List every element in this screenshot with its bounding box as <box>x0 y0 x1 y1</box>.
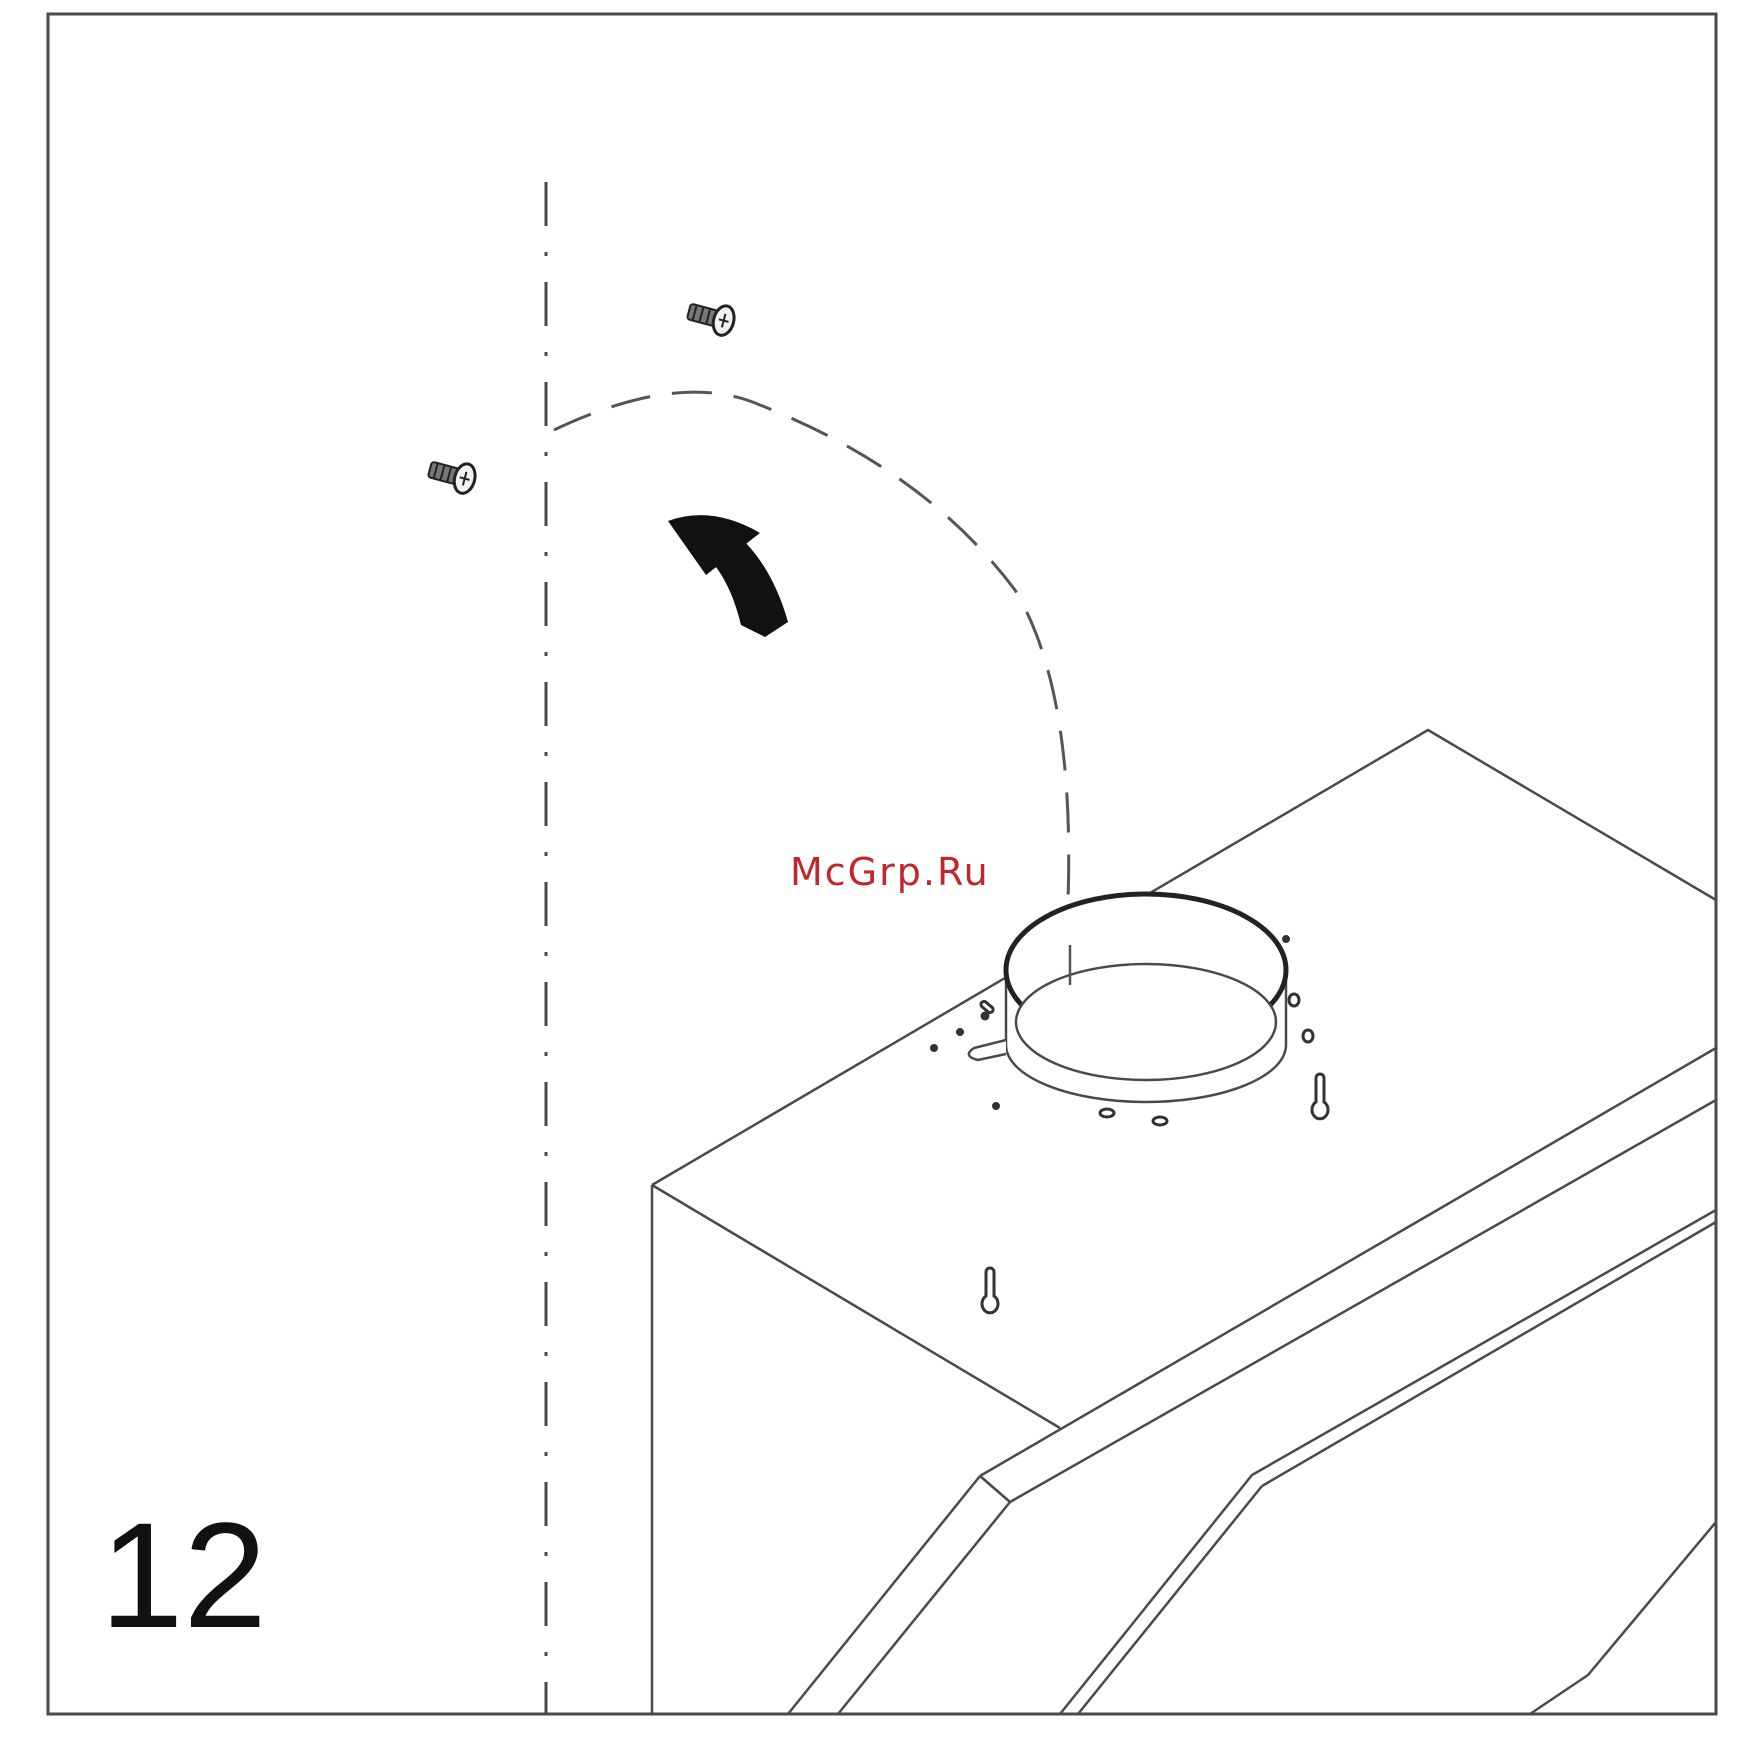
canopy-front-left <box>788 1476 980 1714</box>
duct-collar <box>969 894 1286 1102</box>
watermark-text: McGrp.Ru <box>790 850 990 894</box>
glass-panel-top-inner <box>1262 1222 1716 1486</box>
keyhole-slot-icon <box>982 1268 998 1313</box>
swing-path <box>554 392 1069 900</box>
canopy-rim-lower <box>1010 1100 1716 1502</box>
canopy-rim-upper <box>980 1048 1716 1476</box>
screw-icon <box>426 455 478 496</box>
glass-panel-left <box>1060 1475 1252 1714</box>
canopy-front-left-inner <box>838 1502 1010 1714</box>
curved-arrow-icon <box>668 515 788 637</box>
lower-panel-edge <box>1530 1522 1716 1714</box>
keyhole-slot-icon <box>1312 1074 1328 1119</box>
step-number: 12 <box>100 1500 267 1650</box>
canopy-rim-end <box>980 1476 1010 1502</box>
screw-icon <box>685 297 737 338</box>
glass-panel-left-inner <box>1078 1486 1262 1714</box>
glass-panel-top <box>1252 1210 1716 1475</box>
